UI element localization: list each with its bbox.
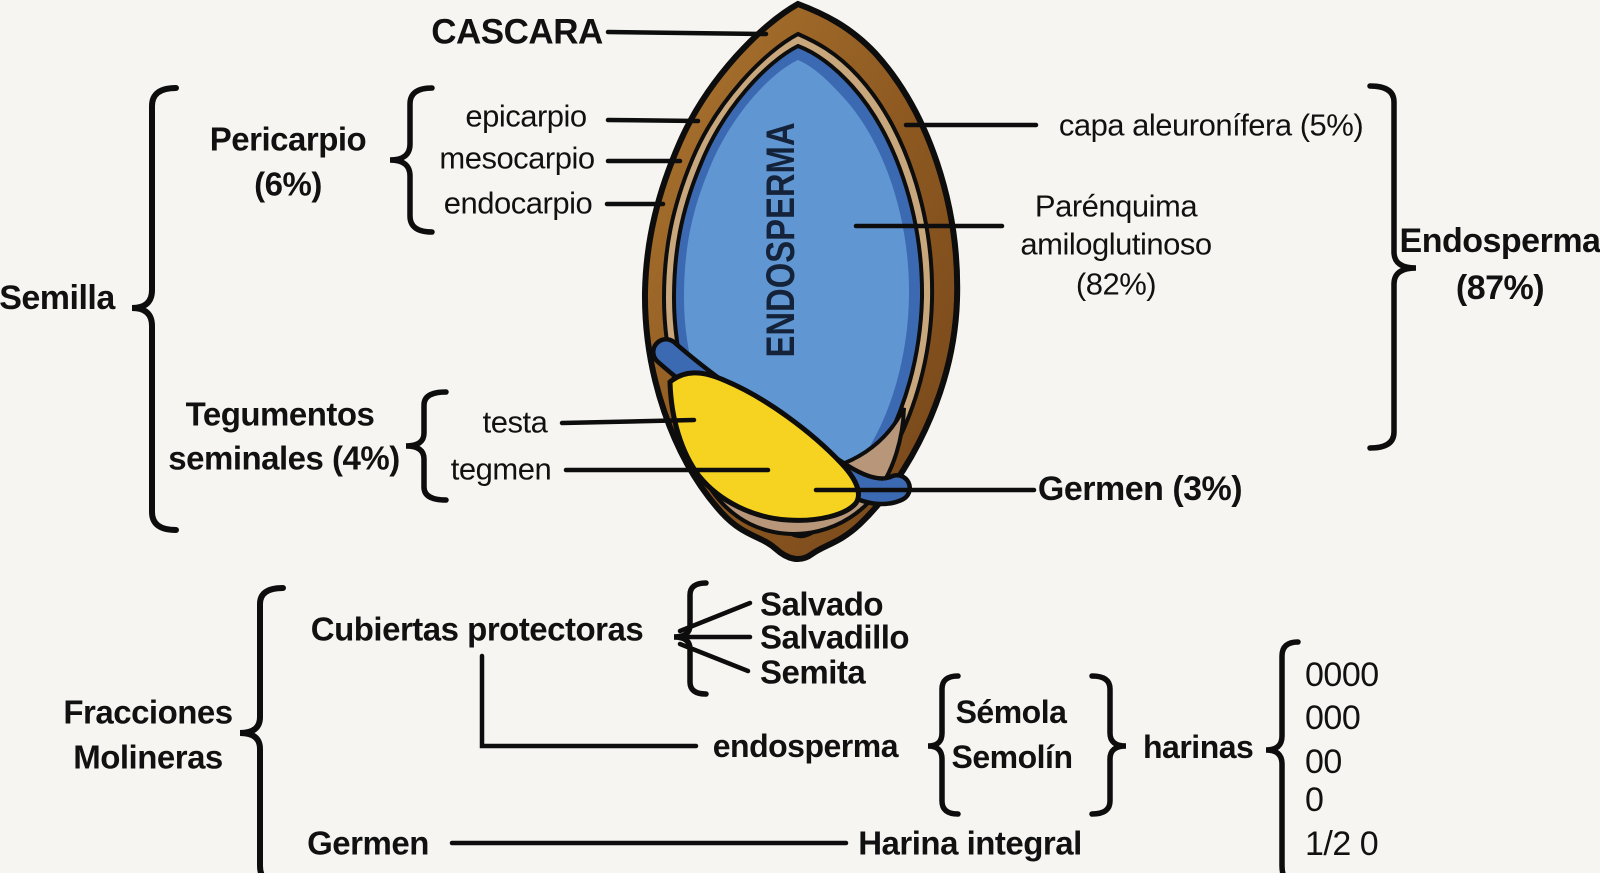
harina-grade-00: 00 <box>1305 743 1342 781</box>
harinas-brace <box>1265 639 1301 873</box>
harina-grade-half0: 1/2 0 <box>1305 825 1379 863</box>
cascara-label: CASCARA <box>431 12 603 52</box>
epicarpio-label: epicarpio <box>465 98 587 134</box>
parenquima-label-line1: Parénquima <box>1034 188 1198 224</box>
harina-grade-0000: 0000 <box>1305 656 1379 694</box>
pericarpio-brace <box>389 85 435 235</box>
tegumentos-brace <box>405 389 449 503</box>
endosperma-milling-label: endosperma <box>712 728 899 764</box>
fracciones-label-line1: Fracciones <box>63 693 233 731</box>
semola-left-brace <box>927 673 961 817</box>
fork-line-semita <box>677 641 751 674</box>
salvadillo-label: Salvadillo <box>760 618 910 656</box>
testa-leader-line <box>559 417 697 426</box>
parenquima-pct-label: (82%) <box>1075 266 1157 302</box>
endosperma-total-brace <box>1367 83 1417 451</box>
mesocarpio-label: mesocarpio <box>439 140 595 176</box>
grain-cross-section: ENDOSPERMA <box>641 0 961 562</box>
tegmen-label: tegmen <box>450 451 552 487</box>
endocarpio-label: endocarpio <box>443 185 593 221</box>
harina-grade-0: 0 <box>1305 781 1324 819</box>
capa-aleuronifera-label: capa aleuronífera (5%) <box>1058 107 1364 143</box>
salvado-label: Salvado <box>760 585 884 623</box>
cascara-leader-line <box>605 29 769 37</box>
tegumentos-label-line2: seminales (4%) <box>168 439 400 477</box>
semolin-label: Semolín <box>951 739 1073 775</box>
harina-integral-label: Harina integral <box>858 824 1082 862</box>
testa-label: testa <box>482 404 548 440</box>
endosperma-interior-label: ENDOSPERMA <box>759 123 803 358</box>
germen-milling-label: Germen <box>307 824 429 862</box>
endosperma-milling-connector <box>479 653 699 749</box>
harina-grade-000: 000 <box>1305 699 1361 737</box>
grain-germ <box>667 370 861 523</box>
semilla-label: Semilla <box>0 279 115 317</box>
endosperma-total-pct-label: (87%) <box>1455 269 1545 307</box>
pericarpio-label: Pericarpio <box>209 120 367 158</box>
braces <box>131 83 1417 873</box>
epicarpio-leader-line <box>605 117 701 124</box>
semita-label: Semita <box>760 653 866 691</box>
harinas-label: harinas <box>1143 729 1254 765</box>
semilla-brace <box>131 85 179 533</box>
cubiertas-protectoras-label: Cubiertas protectoras <box>310 610 644 648</box>
semola-label: Sémola <box>955 694 1067 730</box>
fracciones-label-line2: Molineras <box>73 738 223 776</box>
pericarpio-pct-label: (6%) <box>254 165 322 203</box>
parenquima-label-line2: amiloglutinoso <box>1020 226 1212 262</box>
cubiertas-fork-brace <box>673 580 709 697</box>
leader-lines <box>449 29 1039 846</box>
semola-right-brace <box>1089 673 1127 817</box>
tegumentos-label-line1: Tegumentos <box>185 395 375 433</box>
fracciones-brace <box>239 585 286 873</box>
fork-line-salvado <box>677 600 753 634</box>
germen-pct-label: Germen (3%) <box>1037 470 1243 508</box>
endosperma-total-label: Endosperma <box>1399 222 1600 260</box>
